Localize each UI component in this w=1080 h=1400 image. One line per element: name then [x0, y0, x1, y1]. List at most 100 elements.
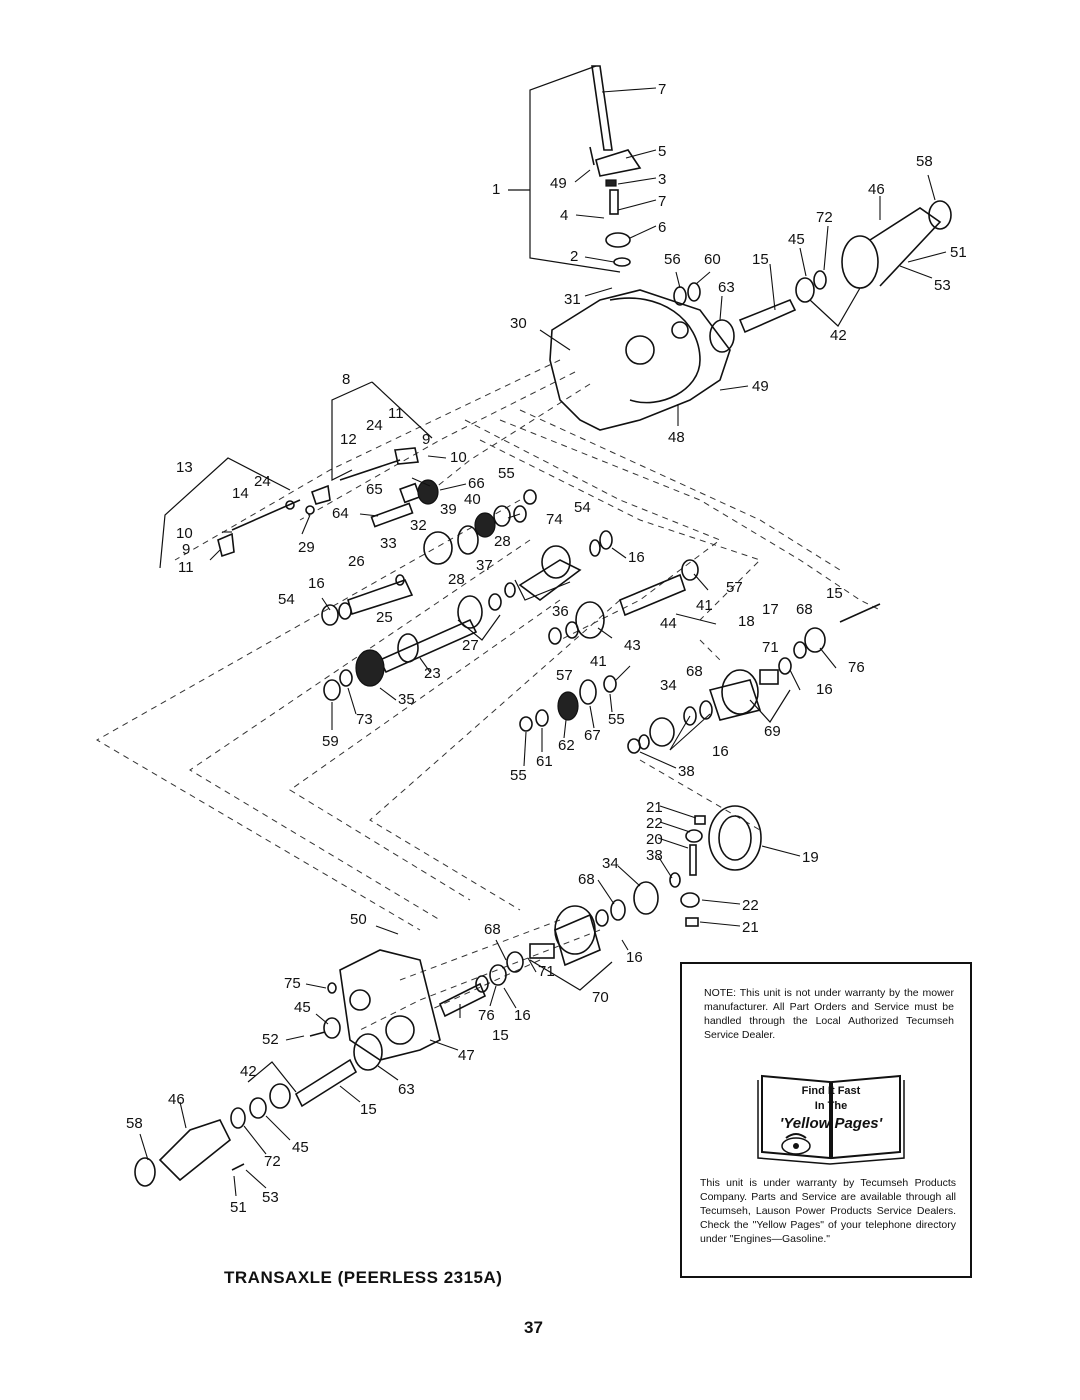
lower-housing [134, 949, 441, 1187]
callout-55: 55 [510, 767, 527, 784]
collar-26-part [395, 574, 405, 586]
bracket-8-right [371, 381, 433, 439]
callout-26: 26 [348, 553, 365, 570]
ring-gear-inner [718, 815, 752, 861]
callout-68: 68 [796, 601, 813, 618]
callout-31: 31 [564, 291, 581, 308]
gear-40-part [493, 505, 511, 527]
callout-58: 58 [126, 1115, 143, 1132]
callout-63: 63 [718, 279, 735, 296]
callout-58: 58 [916, 153, 933, 170]
gear-68f-part [506, 951, 524, 973]
callout-21: 21 [742, 919, 759, 936]
bearing-56-part [673, 286, 687, 306]
collar-28-part [488, 593, 502, 611]
upper-housing [549, 289, 731, 431]
callout-21: 21 [646, 799, 663, 816]
callout-57: 57 [556, 667, 573, 684]
screw-52-part [309, 1031, 326, 1037]
callout-5: 5 [658, 143, 666, 160]
washer-74-part [513, 505, 527, 523]
callout-41: 41 [696, 597, 713, 614]
callout-74: 74 [546, 511, 563, 528]
fork-2-part [310, 484, 331, 505]
callout-34: 34 [660, 677, 677, 694]
callout-53: 53 [262, 1189, 279, 1206]
callout-23: 23 [424, 665, 441, 682]
pin-20-part [689, 844, 697, 876]
callout-55: 55 [608, 711, 625, 728]
axle-15-part [738, 298, 797, 334]
callout-15: 15 [492, 1027, 509, 1044]
callout-37: 37 [476, 557, 493, 574]
callout-34: 34 [602, 855, 619, 872]
axle-tube-46-part [158, 1119, 232, 1182]
gear-34-part [649, 717, 675, 747]
washer-16c-part [638, 734, 650, 750]
callout-36: 36 [552, 603, 569, 620]
shaft-part [609, 189, 619, 215]
gear-22b-part [680, 892, 700, 908]
callout-46: 46 [868, 181, 885, 198]
callout-24: 24 [254, 473, 271, 490]
gear-68-part [793, 641, 807, 659]
case-69b-part [721, 669, 759, 715]
ring-part [613, 257, 631, 267]
bracket-42a [809, 287, 861, 327]
leader-lines [139, 87, 947, 1197]
bearing-57-part [681, 559, 699, 581]
fork-part [394, 447, 419, 465]
seal-58-part [928, 200, 952, 230]
book-line-1: Find It Fast [801, 1085, 861, 1097]
callout-45: 45 [788, 231, 805, 248]
callout-69: 69 [764, 723, 781, 740]
case-69-part [708, 679, 762, 721]
shift-lever-part [591, 65, 613, 151]
callout-8: 8 [342, 371, 350, 388]
callout-54: 54 [278, 591, 295, 608]
washer-16e-part [595, 909, 609, 927]
gear-68b-part [683, 706, 697, 726]
shaft-14-part [231, 499, 301, 531]
callout-54: 54 [574, 499, 591, 516]
callout-15: 15 [752, 251, 769, 268]
callout-45: 45 [294, 999, 311, 1016]
gear-39-part [474, 512, 496, 538]
callout-15: 15 [360, 1101, 377, 1118]
callout-42: 42 [240, 1063, 257, 1080]
bearing-63-part [709, 319, 735, 353]
yellow-pages-book: Find It Fast In The 'Yellow Pages' [756, 1068, 906, 1166]
gear-66-part [417, 479, 439, 505]
bearing-45c-part [249, 1097, 267, 1119]
callout-55: 55 [498, 465, 515, 482]
callout-30: 30 [510, 315, 527, 332]
callout-72: 72 [816, 209, 833, 226]
bearing-55b-part [603, 675, 617, 693]
callout-20: 20 [646, 831, 663, 848]
callout-16: 16 [626, 949, 643, 966]
callout-3: 3 [658, 171, 666, 188]
bearing-45-part [795, 277, 815, 303]
gear-68e-part [610, 899, 626, 921]
ball-2-part [305, 505, 315, 515]
axle-15c-part [438, 982, 487, 1018]
callout-6: 6 [658, 219, 666, 236]
bracket-13 [159, 457, 291, 569]
callout-68: 68 [686, 663, 703, 680]
bearing-part [605, 232, 631, 248]
gear-cluster [321, 479, 699, 701]
callout-39: 39 [440, 501, 457, 518]
note-warranty-text: NOTE: This unit is not under warranty by… [704, 987, 954, 1041]
washer-73-part [339, 669, 353, 687]
ball-part [285, 500, 295, 510]
callout-62: 62 [558, 737, 575, 754]
gear-22-part [685, 829, 703, 843]
shaft-64-part [370, 502, 414, 528]
ring-72b-part [230, 1107, 246, 1129]
callout-71: 71 [538, 963, 555, 980]
bearing-54b-part [599, 530, 613, 550]
shift-forks [217, 447, 419, 558]
bearing-42-part [269, 1083, 291, 1109]
ring-gear-19-part [708, 805, 762, 871]
